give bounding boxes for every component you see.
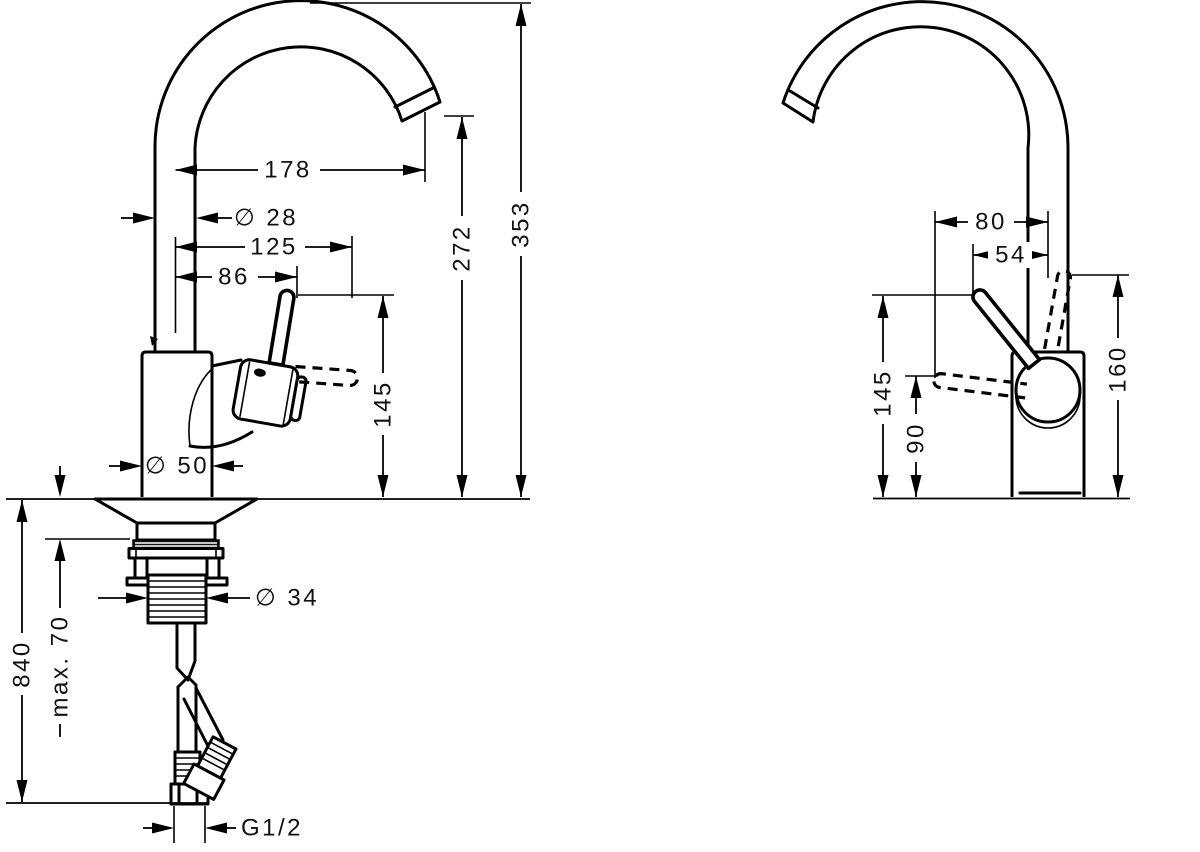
lever-front [267,288,296,367]
cartridge-ring-left [239,361,251,417]
dim-54: 54 [995,242,1027,269]
dim-90: 90 [903,422,930,454]
cartridge-ring-right [282,369,294,425]
hose2-edge2 [182,697,213,754]
dim-86: 86 [218,264,250,291]
dim-160: 160 [1105,345,1132,393]
arrowheads-side [877,216,1124,497]
hose2-edge1 [194,686,225,742]
threaded-shank [146,573,208,625]
cartridge-dot [253,368,266,377]
spout-front [153,0,442,352]
arrowheads-front [16,4,527,834]
hose2-fitting [182,762,226,801]
dim-145-front: 145 [370,380,397,428]
plate-neck [135,521,217,542]
dim-spout-dia: ∅ 28 [234,205,298,232]
shank-threads [149,580,205,618]
dim-272: 272 [449,224,476,272]
ball-joint [1014,356,1082,424]
spout-nozzle-band-front [393,86,435,109]
hose2-ribs [202,741,233,771]
stud-right [205,556,221,580]
dim-shank-dia: ∅ 34 [255,585,319,612]
hose2-end [182,735,238,801]
mounting-flange [127,547,225,560]
lever-side-up-position [1043,269,1073,352]
front-view: 178 ∅ 28 125 86 272 353 145 ∅ 50 ∅ 34 [6,0,535,843]
dim-145-side: 145 [870,369,897,417]
dim-80: 80 [975,209,1007,236]
dim-125: 125 [250,234,298,261]
dim-353: 353 [508,200,535,248]
body-mark-dot [150,336,158,346]
cartridge-endcap [289,375,308,423]
dim-840: 840 [9,640,36,688]
body-front [140,350,214,497]
lever-front-alt-position [294,364,360,388]
supply-tube [175,621,198,754]
lever-side-horizontal-position [932,371,1028,400]
side-view: 80 54 145 90 160 [781,0,1132,500]
cone-top-front [210,358,243,368]
cone-curve-front [188,367,214,447]
stud-left [133,556,149,580]
dim-body-dia: ∅ 50 [145,453,209,480]
spout-nozzle-band-side [788,89,820,110]
spout-side [781,0,1070,352]
cone-bottom-front [188,430,254,449]
dimension-texts-front: 178 ∅ 28 125 86 272 353 145 ∅ 50 ∅ 34 [9,157,535,842]
ball-joint-ring [1015,395,1081,429]
dimension-texts-side: 80 54 145 90 160 [870,209,1132,462]
lever-side [971,288,1042,371]
extension-lines-front [45,2,531,843]
dim-reach: 178 [264,157,312,184]
cartridge-front [231,358,308,428]
hose-diagonal [182,686,238,801]
base-plate [93,497,259,525]
dim-thread: G1/2 [241,815,303,842]
dim-max70: max. 70 [47,615,74,718]
extension-lines-side [872,211,1129,378]
